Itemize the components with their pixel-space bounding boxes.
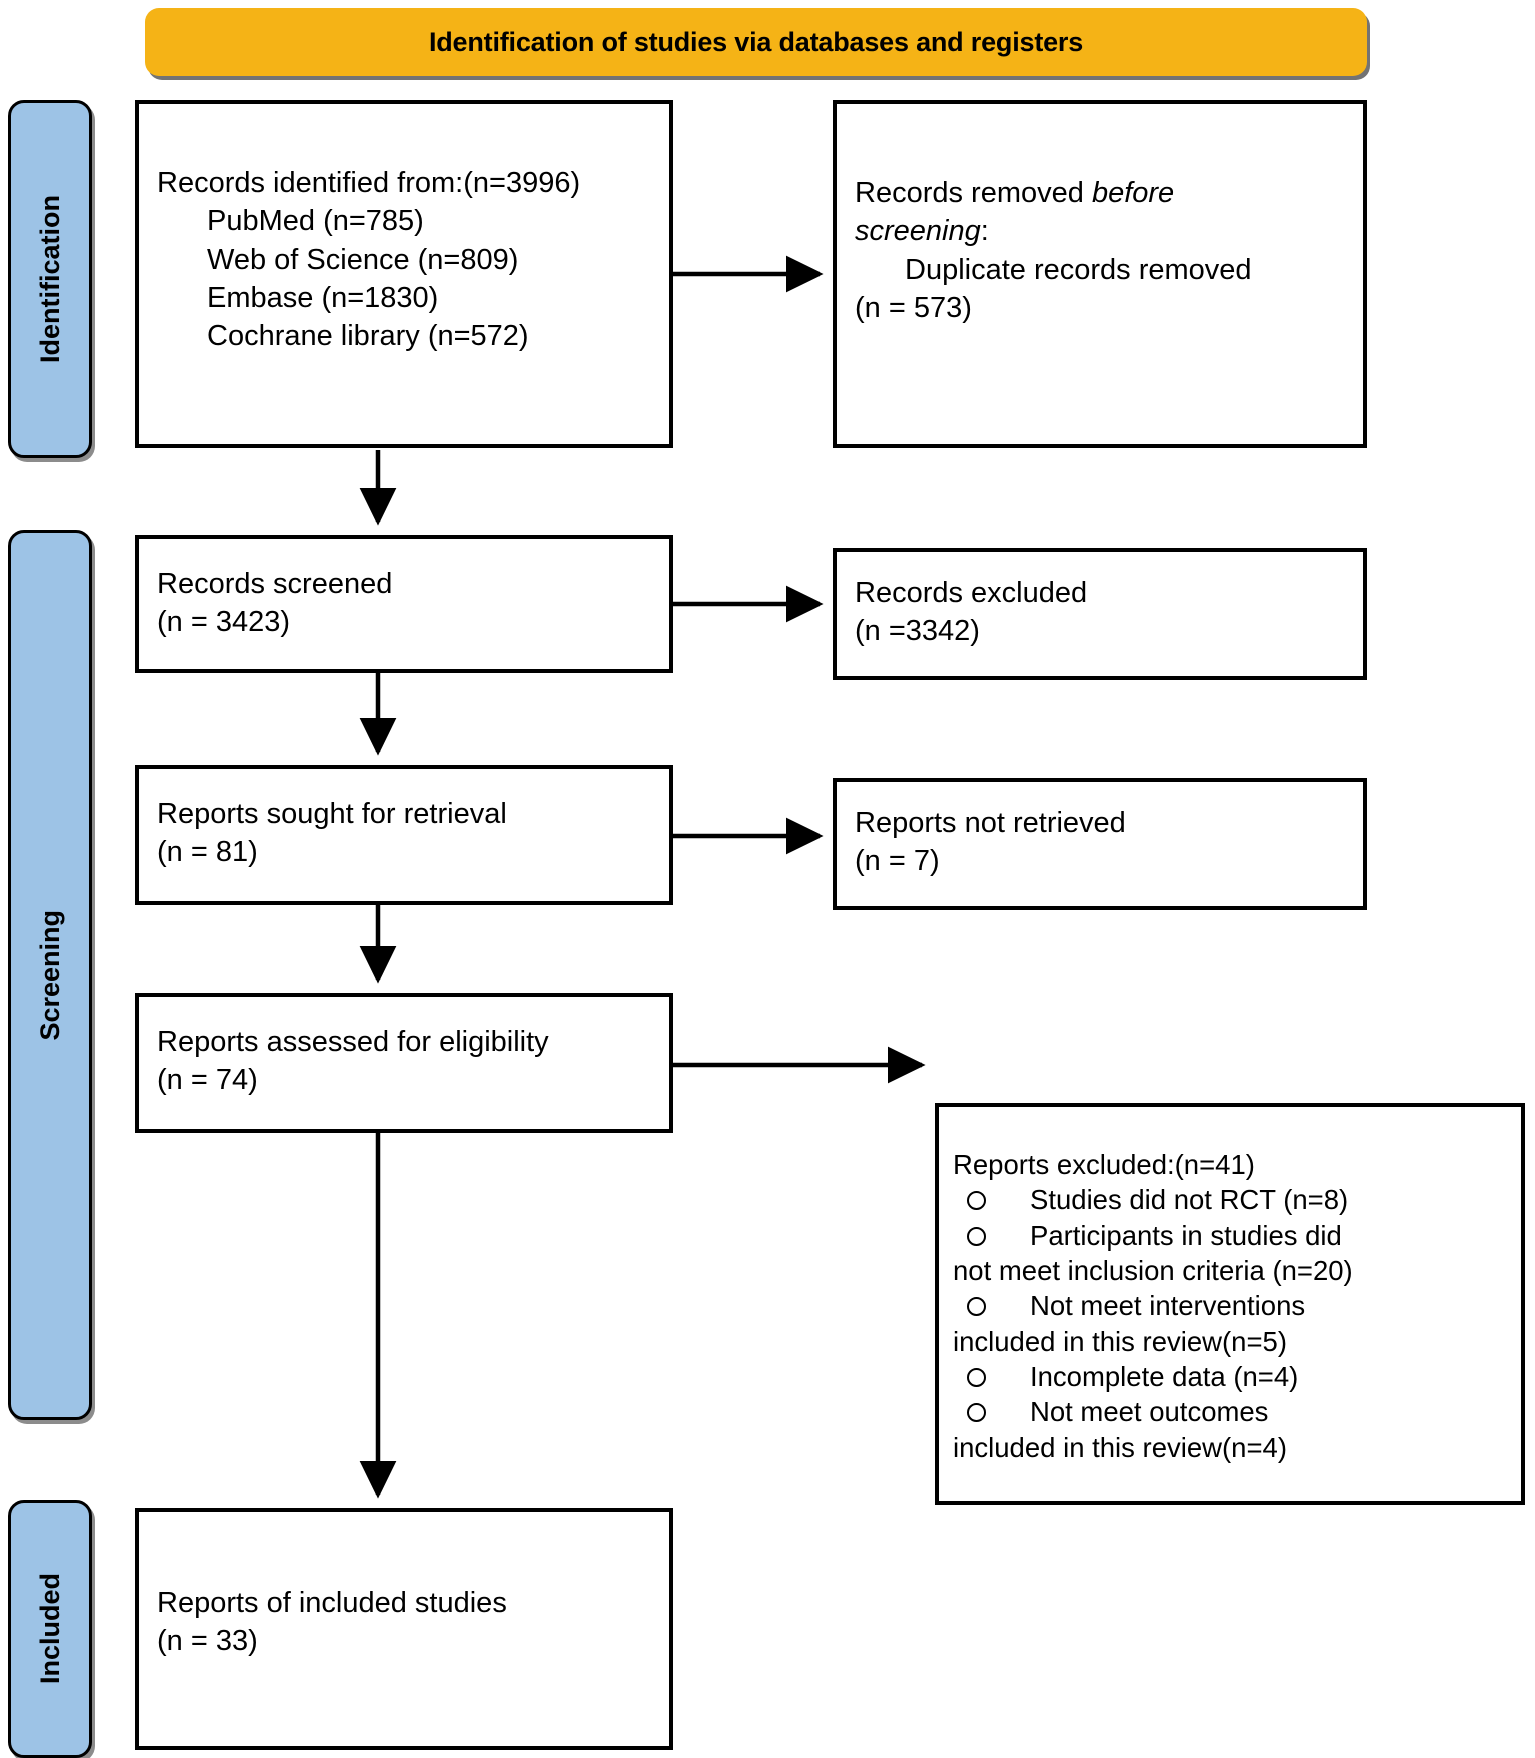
page-title: Identification of studies via databases … (428, 26, 1084, 57)
reports-excluded-heading: Reports excluded:(n=41) (953, 1149, 1255, 1180)
circle-bullet-icon (967, 1367, 986, 1387)
reports-included-count: (n = 33) (157, 1625, 258, 1658)
records-removed-detail: Duplicate records removed (905, 253, 1252, 286)
records-identified-source-cochrane: Cochrane library (n=572) (207, 320, 529, 353)
records-excluded-count: (n =3342) (855, 615, 980, 648)
records-identified-source-wos: Web of Science (n=809) (207, 243, 519, 276)
records-removed-line2: screening: (855, 212, 1345, 250)
reports-excluded-item: Not meet outcomes (953, 1394, 1507, 1429)
circle-bullet-icon (967, 1297, 986, 1317)
reports-sought-count: (n = 81) (157, 836, 258, 869)
reports-sought-label: Reports sought for retrieval (157, 798, 507, 830)
records-identified-source-embase: Embase (n=1830) (207, 281, 439, 314)
reports-excluded-item-text: Not meet outcomes (1030, 1396, 1269, 1428)
box-reports-excluded-reasons: Reports excluded:(n=41) Studies did not … (935, 1103, 1525, 1505)
stage-label-identification: Identification (34, 195, 65, 363)
records-removed-count: (n = 573) (855, 291, 972, 324)
records-removed-colon: : (980, 215, 989, 248)
box-reports-of-included-studies: Reports of included studies (n = 33) (135, 1508, 673, 1750)
reports-not-retrieved-label: Reports not retrieved (855, 807, 1126, 839)
reports-excluded-item-wrap: included in this review(n=4) (953, 1431, 1287, 1463)
reports-excluded-item-text: Not meet interventions (1030, 1290, 1306, 1322)
records-screened-count: (n = 3423) (157, 606, 291, 639)
reports-not-retrieved-count: (n = 7) (855, 845, 940, 878)
reports-excluded-item-text: Studies did not RCT (n=8) (1030, 1184, 1349, 1216)
circle-bullet-icon (967, 1226, 986, 1246)
reports-assessed-label: Reports assessed for eligibility (157, 1026, 549, 1058)
reports-excluded-item: Incomplete data (n=4) (953, 1359, 1507, 1394)
records-screened-label: Records screened (157, 568, 393, 600)
records-removed-line1: Records removed before (855, 174, 1345, 212)
records-removed-prefix: Records removed (855, 177, 1092, 209)
diagram-header-banner: Identification of studies via databases … (145, 8, 1367, 76)
reports-excluded-item-wrap: included in this review(n=5) (953, 1325, 1287, 1357)
box-reports-sought-for-retrieval: Reports sought for retrieval (n = 81) (135, 765, 673, 905)
reports-excluded-item: Participants in studies did (953, 1218, 1507, 1253)
records-removed-italic-before: before (1091, 177, 1175, 209)
reports-excluded-item-wrap: not meet inclusion criteria (n=20) (953, 1254, 1353, 1286)
box-records-identified: Records identified from:(n=3996) PubMed … (135, 100, 673, 448)
box-reports-assessed-for-eligibility: Reports assessed for eligibility (n = 74… (135, 993, 673, 1133)
box-records-removed-before-screening: Records removed before screening: Duplic… (833, 100, 1367, 448)
reports-excluded-item: Studies did not RCT (n=8) (953, 1182, 1507, 1217)
reports-assessed-count: (n = 74) (157, 1064, 258, 1097)
circle-bullet-icon (967, 1191, 986, 1211)
records-identified-title: Records identified from:(n=3996) (157, 167, 581, 199)
records-excluded-label: Records excluded (855, 577, 1088, 609)
records-identified-source-pubmed: PubMed (n=785) (207, 205, 424, 238)
box-records-excluded: Records excluded (n =3342) (833, 548, 1367, 680)
box-records-screened: Records screened (n = 3423) (135, 535, 673, 673)
reports-excluded-item: Not meet interventions (953, 1288, 1507, 1323)
stage-label-included: Included (34, 1573, 65, 1685)
stage-tab-included: Included (8, 1500, 92, 1758)
reports-included-label: Reports of included studies (157, 1587, 507, 1619)
box-reports-not-retrieved: Reports not retrieved (n = 7) (833, 778, 1367, 910)
stage-tab-identification: Identification (8, 100, 92, 458)
circle-bullet-icon (967, 1403, 986, 1423)
stage-label-screening: Screening (34, 909, 65, 1041)
reports-excluded-item-text: Incomplete data (n=4) (1030, 1360, 1299, 1392)
records-removed-italic-screening: screening (855, 215, 981, 248)
stage-tab-screening: Screening (8, 530, 92, 1420)
reports-excluded-item-text: Participants in studies did (1030, 1219, 1342, 1251)
